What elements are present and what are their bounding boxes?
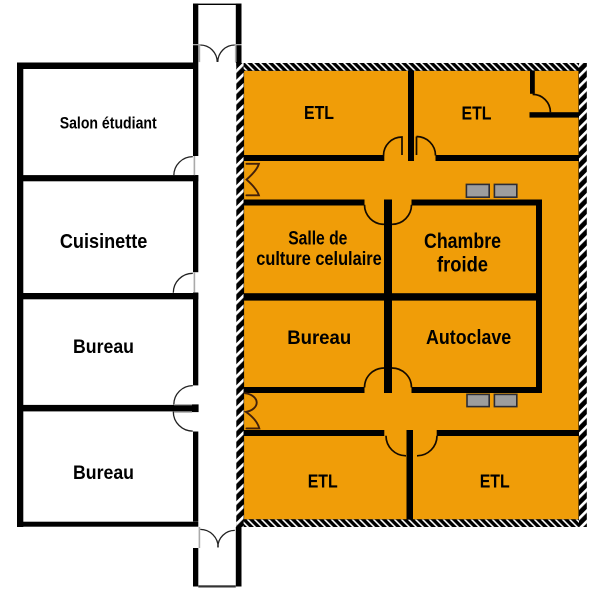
svg-text:Salon étudiant: Salon étudiant bbox=[60, 114, 157, 133]
svg-text:ETL: ETL bbox=[304, 103, 334, 123]
svg-text:froide: froide bbox=[437, 253, 488, 277]
svg-text:Chambre: Chambre bbox=[424, 229, 501, 253]
svg-text:Bureau: Bureau bbox=[73, 336, 134, 358]
svg-text:Cuisinette: Cuisinette bbox=[60, 231, 148, 253]
svg-text:culture celulaire: culture celulaire bbox=[256, 248, 382, 270]
svg-text:Bureau: Bureau bbox=[73, 462, 134, 484]
svg-text:ETL: ETL bbox=[308, 472, 338, 492]
svg-text:Salle de: Salle de bbox=[288, 228, 347, 250]
svg-text:ETL: ETL bbox=[462, 103, 492, 123]
svg-text:Autoclave: Autoclave bbox=[426, 327, 511, 349]
svg-text:ETL: ETL bbox=[480, 471, 510, 491]
svg-text:Bureau: Bureau bbox=[287, 327, 351, 349]
